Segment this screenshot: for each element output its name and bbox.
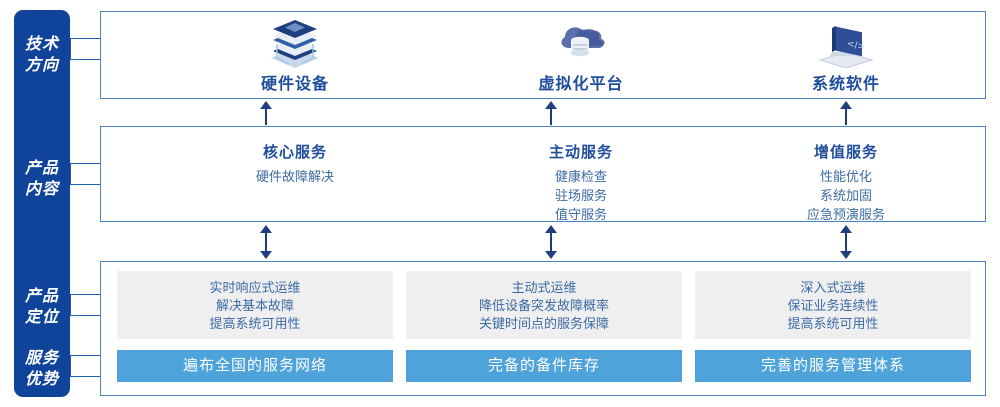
sidebar-label-line2: 定位	[24, 309, 59, 326]
sidebar-label-line1: 服务	[24, 350, 59, 367]
arrow-up-system-software	[840, 101, 852, 125]
technology-label: 硬件设备	[260, 76, 329, 93]
connector-positioning	[70, 294, 100, 316]
content-title: 核心服务	[262, 144, 327, 161]
cloud-database-icon	[549, 18, 613, 68]
positioning-card-realtime[interactable]: 实时响应式运维 解决基本故障 提高系统可用性	[117, 271, 393, 339]
positioning-card-proactive[interactable]: 主动式运维 降低设备突发故障概率 关键时间点的服务保障	[406, 271, 682, 339]
svg-text:</>: </>	[847, 39, 865, 53]
technology-column-hardware[interactable]: 硬件设备	[145, 12, 445, 100]
arrow-bidirectional-proactive	[545, 225, 557, 259]
arrow-bidirectional-core	[260, 225, 272, 259]
category-sidebar: 技术 方向 产品 内容 产品 定位 服务 优势	[14, 10, 70, 397]
content-item: 值守服务	[554, 207, 607, 222]
technology-column-virtualization[interactable]: 虚拟化平台	[431, 12, 731, 100]
technology-direction-panel: 硬件设备 虚拟化平台	[100, 11, 986, 99]
sidebar-label-line2: 方向	[24, 57, 59, 74]
content-item: 健康检查	[554, 169, 607, 184]
sidebar-item-technology-direction[interactable]: 技术 方向	[14, 34, 70, 76]
content-title: 主动服务	[548, 144, 613, 161]
content-column-proactive-service[interactable]: 主动服务 健康检查 驻场服务 值守服务	[431, 127, 731, 223]
positioning-line: 主动式运维	[511, 280, 577, 295]
positioning-line: 实时响应式运维	[209, 280, 301, 295]
sidebar-label-line1: 产品	[24, 160, 59, 177]
arrow-up-virtualization	[545, 101, 557, 125]
content-item: 性能优化	[819, 169, 872, 184]
advantage-bar-service-network[interactable]: 遍布全国的服务网络	[117, 350, 393, 382]
positioning-line: 深入式运维	[800, 280, 866, 295]
sidebar-label-line1: 技术	[24, 36, 59, 53]
sidebar-label-line1: 产品	[24, 288, 59, 305]
advantage-bar-spare-parts[interactable]: 完备的备件库存	[406, 350, 682, 382]
positioning-line: 提高系统可用性	[787, 316, 879, 331]
connector-content	[70, 163, 100, 185]
positioning-advantage-panel: 实时响应式运维 解决基本故障 提高系统可用性 主动式运维 降低设备突发故障概率 …	[100, 261, 986, 396]
technology-label: 虚拟化平台	[538, 76, 624, 93]
technology-label: 系统软件	[811, 76, 880, 93]
positioning-line: 降低设备突发故障概率	[478, 298, 609, 313]
sidebar-label-line2: 优势	[24, 371, 59, 388]
positioning-line: 关键时间点的服务保障	[478, 316, 609, 331]
positioning-card-deep[interactable]: 深入式运维 保证业务连续性 提高系统可用性	[695, 271, 971, 339]
sidebar-label-line2: 内容	[24, 181, 59, 198]
product-content-panel: 核心服务 硬件故障解决 主动服务 健康检查 驻场服务 值守服务 增值服务 性能优…	[100, 126, 986, 222]
advantage-bar-management-system[interactable]: 完善的服务管理体系	[695, 350, 971, 382]
content-column-core-service[interactable]: 核心服务 硬件故障解决	[145, 127, 445, 223]
sidebar-item-product-content[interactable]: 产品 内容	[14, 158, 70, 200]
connector-technology	[70, 38, 100, 60]
content-item: 硬件故障解决	[255, 169, 334, 184]
technology-column-system-software[interactable]: </> 系统软件	[696, 12, 996, 100]
laptop-code-icon: </>	[814, 18, 878, 69]
connector-advantage	[70, 355, 100, 377]
content-item: 应急预演服务	[806, 207, 885, 222]
content-column-value-added-service[interactable]: 增值服务 性能优化 系统加固 应急预演服务	[696, 127, 996, 223]
positioning-line: 保证业务连续性	[787, 298, 879, 313]
positioning-line: 解决基本故障	[215, 298, 294, 313]
content-title: 增值服务	[813, 144, 878, 161]
content-item: 系统加固	[819, 188, 872, 203]
arrow-up-hardware	[260, 101, 272, 125]
server-stack-icon	[263, 18, 327, 68]
sidebar-item-product-positioning[interactable]: 产品 定位	[14, 286, 70, 328]
sidebar-item-service-advantage[interactable]: 服务 优势	[14, 348, 70, 390]
content-item: 驻场服务	[554, 188, 607, 203]
arrow-bidirectional-value-added	[840, 225, 852, 259]
positioning-line: 提高系统可用性	[209, 316, 301, 331]
